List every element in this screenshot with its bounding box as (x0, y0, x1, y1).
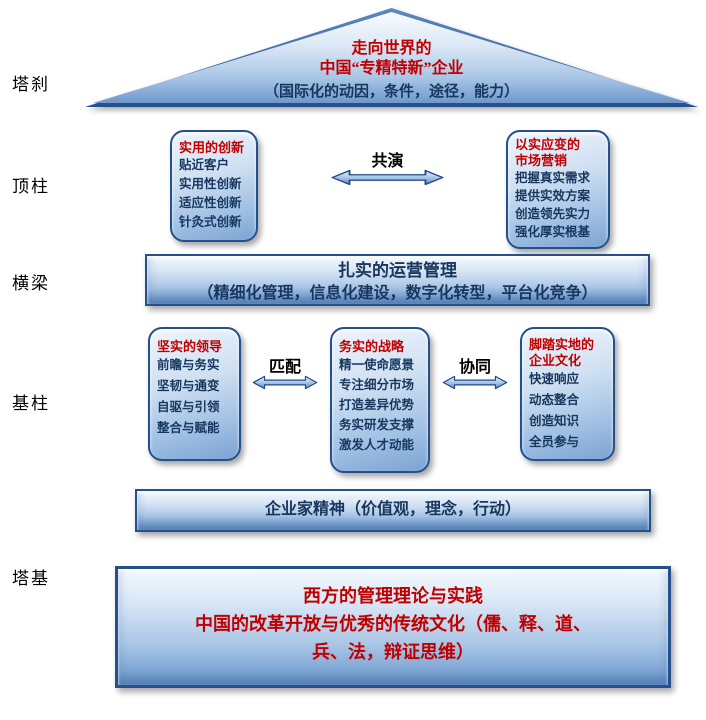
list-item: 适应性创新 (179, 196, 242, 210)
roof: 走向世界的 中国“专精特新”企业 （国际化的动因，条件，途径，能力） (85, 8, 698, 107)
beam-bar: 扎实的运营管理 （精细化管理，信息化建设，数字化转型，平台化竞争） (145, 254, 650, 306)
entrepreneur-bar: 企业家精神（价值观，理念，行动） (135, 489, 651, 532)
list-item: 务实研发支撑 (339, 418, 415, 432)
box-title: 坚实的领导 (157, 339, 223, 354)
roof-subtitle: （国际化的动因，条件，途径，能力） (263, 84, 519, 100)
roof-title-line2: 中国“专精特新”企业 (319, 60, 464, 77)
entrepreneur-text: 企业家精神（价值观，理念，行动） (264, 501, 521, 518)
base-pillar-leadership: 坚实的领导 前瞻与务实 坚韧与通变 自驱与引领 整合与赋能 (148, 327, 241, 461)
base-pillar-strategy: 务实的战略 精一使命愿景 专注细分市场 打造差异优势 务实研发支撑 激发人才动能 (330, 327, 430, 473)
list-item: 创造领先实力 (515, 207, 591, 221)
top-pillar-marketing: 以实应变的 市场营销 把握真实需求 提供实效方案 创造领先实力 强化厚实根基 (506, 130, 610, 249)
beam-subtitle: （精细化管理，信息化建设，数字化转型，平台化竞争） (197, 285, 598, 302)
double-arrow-icon (252, 375, 318, 390)
list-item: 贴近客户 (179, 158, 230, 172)
foundation-line3: 兵、法，辩证思维） (312, 642, 474, 662)
list-item: 坚韧与通变 (157, 379, 220, 393)
list-item: 专注细分市场 (339, 378, 415, 392)
list-item: 把握真实需求 (515, 171, 591, 185)
list-item: 前瞻与务实 (157, 358, 220, 372)
roof-title-line1: 走向世界的 (351, 40, 432, 57)
connector-label-coevolution: 共演 (371, 153, 404, 170)
box-title: 实用的创新 (179, 140, 245, 155)
box-title: 以实应变的 (515, 137, 581, 152)
list-item: 动态整合 (529, 393, 580, 407)
side-label-beam: 横梁 (12, 274, 50, 293)
foundation-block: 西方的管理理论与实践 中国的改革开放与优秀的传统文化（儒、释、道、 兵、法，辩证… (115, 566, 671, 688)
side-label-foundation: 塔基 (12, 569, 50, 588)
list-item: 快速响应 (529, 372, 580, 386)
side-label-base-pillars: 基柱 (12, 394, 50, 413)
list-item: 打造差异优势 (339, 398, 415, 412)
list-item: 自驱与引领 (157, 400, 220, 414)
side-label-finial: 塔刹 (12, 75, 50, 94)
side-label-top-pillars: 顶柱 (12, 177, 50, 196)
list-item: 激发人才动能 (339, 438, 415, 452)
base-pillar-culture: 脚踏实地的 企业文化 快速响应 动态整合 创造知识 全员参与 (520, 327, 615, 461)
foundation-line2: 中国的改革开放与优秀的传统文化（儒、释、道、 (195, 614, 591, 634)
foundation-line1: 西方的管理理论与实践 (303, 586, 483, 606)
list-item: 全员参与 (529, 435, 580, 449)
top-pillar-innovation: 实用的创新 贴近客户 实用性创新 适应性创新 针灸式创新 (170, 130, 258, 242)
double-arrow-icon (331, 169, 444, 186)
list-item: 整合与赋能 (157, 421, 220, 435)
connector-label-match: 匹配 (268, 359, 301, 376)
list-item: 强化厚实根基 (515, 225, 591, 239)
list-item: 精一使命愿景 (339, 358, 415, 372)
list-item: 针灸式创新 (179, 215, 242, 229)
list-item: 实用性创新 (179, 177, 242, 191)
roof-text: 走向世界的 中国“专精特新”企业 （国际化的动因，条件，途径，能力） (85, 39, 698, 103)
connector-label-synergy: 协同 (458, 359, 491, 376)
box-title: 务实的战略 (339, 339, 405, 354)
box-title: 企业文化 (529, 353, 582, 368)
list-item: 提供实效方案 (515, 189, 591, 203)
box-title: 脚踏实地的 (529, 337, 595, 352)
box-title: 市场营销 (515, 153, 568, 168)
list-item: 创造知识 (529, 414, 580, 428)
beam-title: 扎实的运营管理 (338, 261, 457, 280)
double-arrow-icon (442, 375, 508, 390)
